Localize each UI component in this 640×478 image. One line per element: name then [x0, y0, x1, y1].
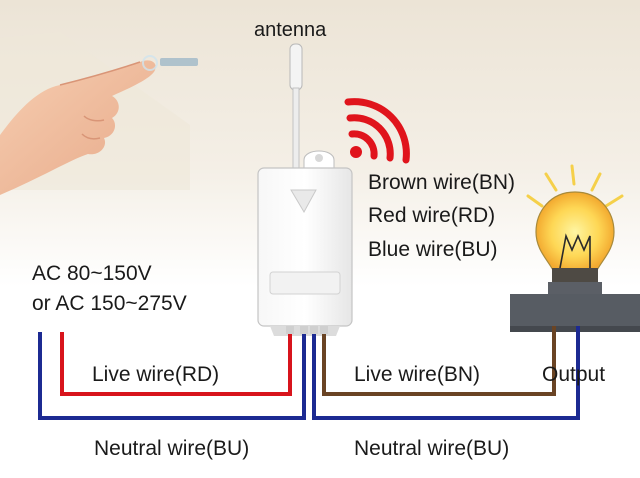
wire-terminal-1 — [286, 326, 294, 334]
wires — [38, 326, 580, 420]
wall-switch-icon — [160, 58, 198, 66]
red-live-wire — [60, 330, 292, 396]
antenna-label: antenna — [254, 19, 327, 41]
blue-neutral-wire-right — [312, 326, 580, 420]
pointing-hand-icon — [0, 55, 158, 195]
ac-voltage-line1: AC 80~150V — [32, 262, 152, 285]
brown-live-wire — [322, 326, 556, 396]
blue-wire-label: Blue wire(BU) — [368, 238, 498, 261]
light-bulb-icon — [510, 164, 640, 332]
brown-wire-label: Brown wire(BN) — [368, 171, 516, 194]
output-label: Output — [542, 363, 606, 386]
neutral-wire-right-label: Neutral wire(BU) — [354, 437, 510, 460]
switch-module-icon — [257, 150, 353, 336]
neutral-wire-left-label: Neutral wire(BU) — [94, 437, 250, 460]
live-wire-bn-label: Live wire(BN) — [354, 363, 481, 386]
blue-neutral-wire-left — [38, 330, 306, 420]
wire-terminal-3 — [310, 326, 318, 334]
wire-terminal-4 — [320, 326, 328, 334]
live-wire-rd-label: Live wire(RD) — [92, 363, 220, 386]
wire-terminal-2 — [300, 326, 308, 334]
red-wire-label: Red wire(RD) — [368, 204, 496, 227]
wireless-signal-icon — [344, 98, 410, 164]
ac-voltage-line2: or AC 150~275V — [32, 292, 187, 315]
antenna-icon — [289, 43, 303, 169]
